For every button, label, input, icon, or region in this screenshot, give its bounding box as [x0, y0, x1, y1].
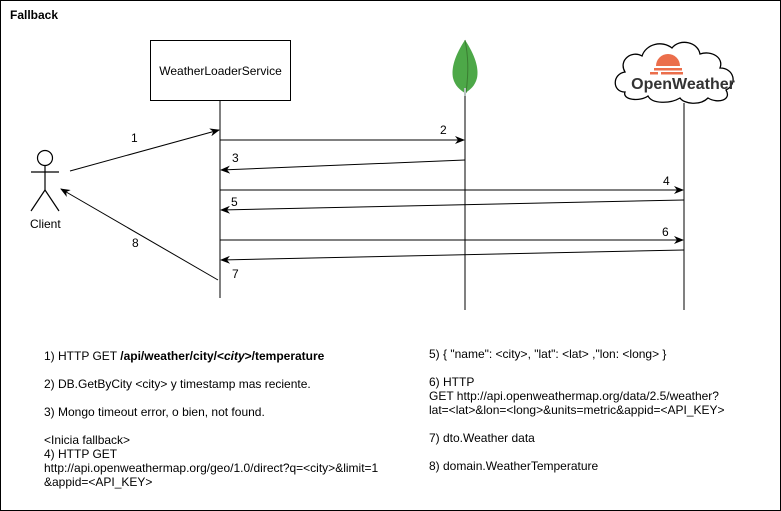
note-4-title: 4) HTTP GET — [44, 447, 118, 461]
arrow-7 — [220, 249, 685, 264]
arrow-3 — [220, 159, 466, 174]
note-6-params: lat=<lat>&lon=<long>&units=metric&appid=… — [429, 403, 725, 417]
arrow-label-7: 7 — [232, 267, 239, 281]
note-4-url: http://api.openweathermap.org/geo/1.0/di… — [44, 461, 379, 475]
note-8: 8) domain.WeatherTemperature — [429, 459, 599, 473]
arrow-label-4: 4 — [663, 174, 670, 188]
arrow-label-1: 1 — [131, 131, 138, 145]
client-label: Client — [30, 217, 61, 231]
arrow-5 — [220, 199, 685, 214]
diagram-title: Fallback — [10, 8, 59, 22]
arrow-label-5: 5 — [231, 195, 238, 209]
note-3: 3) Mongo timeout error, o bien, not foun… — [44, 405, 265, 419]
service-box: WeatherLoaderService — [150, 40, 291, 101]
note-5: 5) { "name": <city>, "lat": <lat> ,"lon:… — [429, 347, 667, 361]
note-6-title: 6) HTTP — [429, 375, 475, 389]
client-actor-icon — [30, 149, 60, 212]
note-6-url: GET http://api.openweathermap.org/data/2… — [429, 389, 719, 403]
notes-left: 1) HTTP GET /api/weather/city/<city>/tem… — [44, 349, 404, 489]
note-2: 2) DB.GetByCity <city> y timestamp mas r… — [44, 377, 311, 391]
arrow-1 — [69, 128, 220, 172]
service-label: WeatherLoaderService — [159, 63, 282, 78]
openweather-cloud-icon: OpenWeather — [614, 41, 735, 104]
arrow-8 — [60, 188, 219, 281]
notes-right: 5) { "name": <city>, "lat": <lat> ,"lon:… — [429, 347, 769, 473]
arrow-label-3: 3 — [232, 151, 239, 165]
note-1: 1) HTTP GET /api/weather/city/<city>/tem… — [44, 349, 325, 363]
note-4-start: <Inicia fallback> — [44, 433, 131, 447]
arrow-label-8: 8 — [132, 236, 139, 250]
arrow-label-2: 2 — [440, 123, 447, 137]
note-4-appid: &appid=<API_KEY> — [44, 475, 153, 489]
mongodb-leaf-icon — [452, 39, 478, 96]
arrow-label-6: 6 — [662, 225, 669, 239]
note-7: 7) dto.Weather data — [429, 431, 535, 445]
openweather-logo-text: OpenWeather — [631, 76, 735, 93]
